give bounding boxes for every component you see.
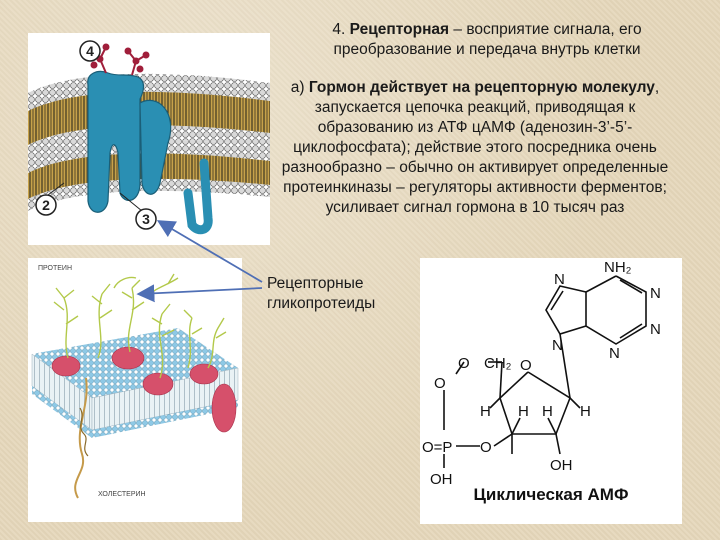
description-paragraph: а) Гормон действует на рецепторную молек… <box>270 78 680 218</box>
atom-o-top: O <box>458 355 470 372</box>
molecule-name: Циклическая АМФ <box>473 485 629 504</box>
svg-text:2: 2 <box>42 197 50 213</box>
glycoprotein-label: Рецепторные гликопротеиды <box>267 275 376 312</box>
title-keyword: Рецепторная <box>349 21 450 38</box>
receptor-protein-lobe <box>139 99 172 195</box>
glyco-svg: ПРОТЕИН ХОЛЕСТЕРИН <box>31 265 239 499</box>
atom-o-upper-p: O <box>434 375 446 392</box>
glycan-trees <box>53 273 227 379</box>
camp-structure-svg: NH₂ N N N N N O O CH₂ H H H H O O=P OH O… <box>422 259 661 488</box>
para-prefix: а) <box>290 79 309 96</box>
atom-nh2: NH₂ <box>604 259 632 276</box>
membrane-proteins <box>51 346 237 433</box>
atom-n-left-ring: N <box>552 337 563 354</box>
atom-oh-bottom: OH <box>430 471 453 488</box>
marker-2: 2 <box>35 194 57 216</box>
glyco-bottom-label: ХОЛЕСТЕРИН <box>98 491 146 498</box>
atom-n-right: N <box>650 285 661 302</box>
atom-o-double-p: O=P <box>422 439 452 456</box>
atom-h-c2: H <box>542 403 553 420</box>
membrane-receptor-illustration: 4 2 3 <box>28 33 270 245</box>
atom-h-left: H <box>480 403 491 420</box>
para-bold: Гормон действует на рецепторную молекулу <box>308 79 655 96</box>
title-number: 4. <box>332 21 346 38</box>
atom-n-bottom: N <box>609 345 620 362</box>
marker-4: 4 <box>79 40 101 62</box>
atom-h-c3: H <box>518 403 529 420</box>
membrane-svg: 4 2 3 <box>28 40 270 235</box>
receptor-protein <box>87 70 145 213</box>
atom-h-right: H <box>580 403 591 420</box>
svg-text:3: 3 <box>142 211 150 227</box>
glyco-top-label: ПРОТЕИН <box>38 265 72 272</box>
atom-n-bottom-right: N <box>650 321 661 338</box>
svg-text:4: 4 <box>86 43 94 59</box>
camp-structure-panel: NH₂ N N N N N O O CH₂ H H H H O O=P OH O… <box>420 258 682 524</box>
para-rest: , запускается цепочка реакций, приводяща… <box>281 79 669 216</box>
title-rest: – восприятие сигнала, его преобразование… <box>333 21 642 58</box>
slide-title: 4. Рецепторная – восприятие сигнала, его… <box>282 20 692 60</box>
atom-n-top: N <box>554 271 565 288</box>
protein-strand <box>74 377 88 499</box>
atom-o-mid: O <box>480 439 492 456</box>
atom-oh-right: OH <box>550 457 573 474</box>
glycoprotein-membrane-illustration: ПРОТЕИН ХОЛЕСТЕРИН <box>28 258 242 522</box>
atom-labels: NH₂ N N N N N O O CH₂ H H H H O O=P OH O… <box>422 259 661 488</box>
marker-3: 3 <box>135 208 157 230</box>
atom-ch2: CH₂ <box>484 355 512 372</box>
bonds <box>443 275 647 468</box>
atom-o-ring: O <box>520 357 532 374</box>
